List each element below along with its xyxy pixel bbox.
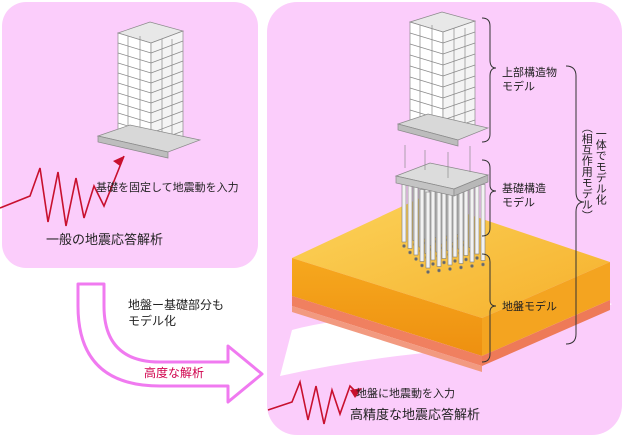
foundation-label-line1: 基礎構造 — [502, 182, 546, 195]
integrated-model-label-line1: 一体でモデル化 — [594, 128, 608, 205]
superstructure-label-line1: 上部構造物 — [502, 66, 557, 79]
floor-line — [150, 70, 184, 84]
floor-line — [117, 52, 152, 64]
pile — [447, 188, 453, 271]
pile — [436, 190, 442, 273]
pile — [401, 181, 407, 248]
floor-line — [150, 110, 184, 124]
floor-line — [442, 75, 476, 88]
pile — [452, 184, 458, 263]
transition-arrow — [76, 282, 264, 404]
pile — [441, 186, 447, 265]
floor-line — [117, 82, 152, 94]
pile — [463, 183, 469, 262]
right-caption: 高精度な地震応答解析 — [350, 408, 481, 423]
floor-line — [150, 60, 184, 74]
floor-line — [117, 62, 152, 74]
brackets — [481, 17, 585, 363]
floor-line — [442, 42, 476, 55]
floor-line — [409, 76, 444, 88]
ground-model-label: 地盤モデル — [502, 300, 557, 313]
transition-note-line2: モデル化 — [128, 314, 177, 328]
pile — [425, 191, 431, 274]
left-building — [96, 21, 202, 159]
pile — [419, 189, 425, 268]
floor-line — [442, 64, 476, 77]
floor-line — [117, 72, 152, 84]
floor-line — [150, 40, 184, 54]
floor-line — [442, 108, 476, 121]
floor-line — [150, 100, 184, 114]
floor-line — [409, 32, 444, 44]
transition-arrow-label: 高度な解析 — [144, 366, 205, 380]
floor-line — [442, 31, 476, 44]
transition-note-line1: 地盤ー基礎部分も — [128, 298, 225, 312]
floor-line — [442, 53, 476, 66]
floor-line — [150, 50, 184, 64]
pile — [480, 184, 486, 267]
floor-line — [409, 43, 444, 55]
pile — [413, 186, 419, 261]
pile — [407, 184, 413, 255]
floor-line — [409, 98, 444, 110]
foundation-label-line2: モデル — [502, 196, 535, 209]
superstructure-label-line2: モデル — [502, 80, 535, 93]
left-caption: 一般の地震応答解析 — [46, 233, 164, 248]
seismic-wave-left — [0, 155, 125, 227]
left-input-label: 基礎を固定して地震動を入力 — [96, 181, 239, 194]
floor-line — [442, 86, 476, 99]
floor-line — [150, 80, 184, 94]
floor-line — [117, 92, 152, 104]
seismic-wave-right — [267, 379, 359, 425]
floor-line — [150, 90, 184, 104]
floor-line — [409, 65, 444, 77]
right-input-label: 地盤に地震動を入力 — [356, 387, 455, 400]
floor-line — [409, 54, 444, 66]
floor-line — [442, 97, 476, 110]
floor-line — [117, 42, 152, 54]
floor-line — [117, 102, 152, 114]
pile — [458, 187, 464, 270]
pile — [469, 185, 475, 268]
pile — [474, 181, 480, 260]
floor-line — [409, 87, 444, 99]
right-building — [394, 11, 490, 274]
integrated-model-label-line2: （相互作用モデル） — [580, 122, 594, 221]
pile — [430, 187, 436, 266]
floor-line — [117, 112, 152, 124]
